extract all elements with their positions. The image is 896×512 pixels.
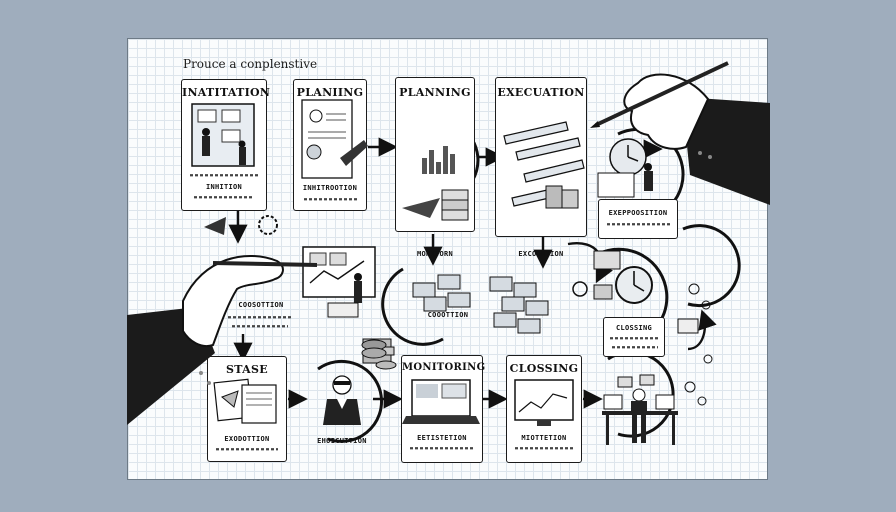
stage-caption-closing: MIOTTETION [521,434,567,442]
stage-card-planing: PLANIING INHITROOTION [293,79,368,211]
stage-title-initiation: INATITATION [182,86,271,99]
stage-card-monitoring: MONITORING EETISTETION [401,355,486,463]
laptop-illustration [402,379,480,424]
stage-title-planing: PLANIING [296,86,364,99]
businessman-illustration [323,375,361,425]
stage-card-closing: CLOSSING MIOTTETION [506,355,582,463]
documents-illustration [213,378,277,424]
writing-hand-illustration [590,61,770,205]
stage-title-stase: STASE [226,363,268,376]
stage-card-stase: STASE EXODOTTION [207,356,287,462]
charts-boxes-illustration [402,146,469,221]
stage-caption-closing-right: CLOSSING [615,324,653,332]
stage-card-exepposition: EXEPPOOSITION [598,199,678,239]
stage-title-closing: CLOSSING [509,362,579,375]
stage-title-planning: PLANNING [399,86,471,99]
pointing-hand-illustration [127,255,317,425]
stage-caption-execution: EXCODUTION [518,250,564,258]
stage-caption-planing: INHITROOTION [302,184,358,192]
stage-card-person: EHOIGUTTION [313,369,371,461]
center-caption: COOOTTION [427,311,469,319]
left-mid-caption: COOSOTTION [238,301,284,309]
stage-card-execution: EXECUATION EXCODUTION [495,77,587,258]
stage-caption-planning: MONITORN [416,250,454,258]
stage-card-closing-right: CLOSSING [603,317,665,357]
stage-title-monitoring: MONITORING [402,362,486,373]
stage-card-initiation: INATITATION INHITION [181,79,271,211]
whiteboard-people-illustration [191,103,255,167]
document-pen-illustration [301,99,368,179]
stage-caption-stase: EXODOTTION [224,435,270,443]
diagram-heading: Prouce a conplenstive [183,57,318,71]
stage-card-planning: PLANNING MONITORN [395,77,475,258]
stacked-boards-illustration [503,121,585,209]
stage-caption-person: EHOIGUTTION [317,437,367,445]
stage-title-execution: EXECUATION [497,86,585,99]
stage-caption-initiation: INHITION [205,183,243,191]
monitor-chart-illustration [514,379,574,426]
stage-caption-exepposition: EXEPPOOSITION [608,209,668,217]
stage-caption-monitoring: EETISTETION [417,434,467,442]
